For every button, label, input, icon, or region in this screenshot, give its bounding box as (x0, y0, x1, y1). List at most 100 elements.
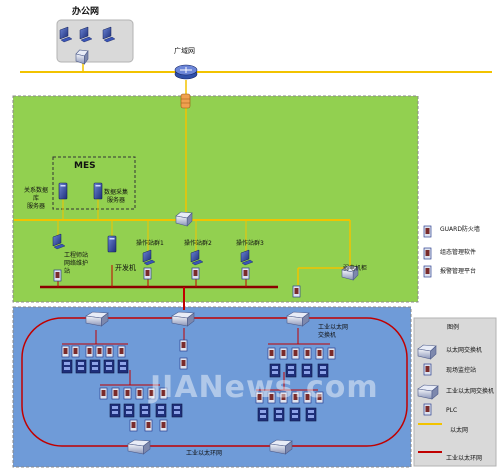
label-data-collect: 数据采集服务器 (104, 189, 129, 204)
op-group3-pc-icon (240, 249, 254, 266)
ring-rack-icon (75, 359, 87, 374)
ring-rack-icon (289, 407, 301, 422)
ring-plc-icon (95, 345, 104, 358)
mes-box (52, 156, 136, 210)
ring-plc-icon (267, 391, 276, 404)
op-group1-pc-icon (142, 249, 156, 266)
ring-plc-icon (85, 345, 94, 358)
ring-plc-icon (135, 387, 144, 400)
ring-plc-icon (159, 387, 168, 400)
legend-guard-icon (423, 225, 432, 238)
ring-switch-right-icon (286, 311, 310, 327)
ring-rack-icon (171, 403, 183, 418)
legend-item-ind-switch: 工业以太网交换机 (446, 388, 495, 395)
ring-plc-icon (327, 347, 336, 360)
ring-plc-icon (291, 391, 300, 404)
legend-title: 图例 (447, 324, 460, 331)
label-log-mgmt: 组态管理软件 (440, 249, 477, 256)
ring-switch-left-icon (85, 311, 109, 327)
ring-plc-icon (291, 347, 300, 360)
watermark: JIANews.com (150, 370, 379, 405)
legend-item-ethernet: 以太网 (450, 427, 469, 434)
ring-rack-icon (123, 403, 135, 418)
dev-machine-server-icon (107, 235, 117, 253)
eng-station-pc-icon (52, 233, 66, 250)
ring-plc-icon (315, 347, 324, 360)
ring-rack-icon (117, 359, 129, 374)
office-pc-icon (79, 26, 93, 43)
industrial-ring (21, 317, 408, 447)
ring-switch-center-icon (171, 311, 195, 327)
data-collect-server-icon (93, 182, 103, 200)
label-wan: 广域网 (174, 47, 195, 55)
ring-switch-bottom-right-icon (269, 439, 293, 455)
ring-rack-icon (269, 363, 281, 378)
cabinet-plc-icon (292, 285, 301, 298)
ring-rack-icon (273, 407, 285, 422)
office-network-box (56, 19, 134, 63)
label-eng-station: 工程师站网络维护站 (64, 252, 89, 275)
label-guard-firewall: GUARD防火墙 (440, 226, 480, 233)
ring-rack-icon (301, 363, 313, 378)
ring-plc-icon (123, 387, 132, 400)
title-office: 办公网 (72, 7, 100, 17)
office-pc-icon (102, 26, 116, 43)
legend-item-switch: 以太网交换机 (446, 347, 483, 354)
label-alarm-mgmt: 报警管理平台 (440, 268, 477, 275)
ring-switch-bottom-left-icon (127, 439, 151, 455)
ring-plc-icon (159, 419, 168, 432)
ring-plc-icon (71, 345, 80, 358)
ring-plc-icon (279, 347, 288, 360)
ring-rack-icon (109, 403, 121, 418)
ring-plc-icon (279, 391, 288, 404)
ring-plc-icon (303, 347, 312, 360)
plant-switch-icon (175, 211, 193, 227)
wan-router-icon (174, 64, 198, 80)
ring-plc-icon (255, 391, 264, 404)
ring-plc-icon (111, 387, 120, 400)
ring-plc-icon (303, 391, 312, 404)
ring-plc-icon (144, 419, 153, 432)
cabinet-switch-icon (341, 265, 359, 281)
office-switch-icon (75, 49, 89, 65)
eng-plc-icon (53, 269, 62, 282)
label-op-group3: 操作站群3 (236, 240, 264, 247)
ring-plc-icon (117, 345, 126, 358)
office-pc-icon (59, 26, 73, 43)
ring-plc-icon (315, 391, 324, 404)
op2-plc-icon (191, 267, 200, 280)
ring-rack-icon (61, 359, 73, 374)
legend-ind-switch-icon (417, 384, 439, 400)
legend-alarm-icon (423, 265, 432, 278)
label-ind-ring: 工业以太环网 (186, 450, 223, 457)
ring-rack-icon (139, 403, 151, 418)
ring-plc-icon (99, 387, 108, 400)
legend-item-ring: 工业以太环网 (446, 455, 483, 462)
ring-rack-icon (155, 403, 167, 418)
relational-db-server-icon (58, 182, 68, 200)
label-relational-db: 关系数据库服务器 (24, 187, 49, 210)
ring-plc-icon (179, 339, 188, 352)
ring-plc-icon (129, 419, 138, 432)
legend-log-icon (423, 247, 432, 260)
blue-zone (12, 306, 412, 468)
ring-rack-icon (305, 407, 317, 422)
legend-item-plc: PLC (446, 407, 458, 414)
op1-plc-icon (143, 267, 152, 280)
label-weak-cabinet: 弱电机柜 (343, 265, 368, 272)
ring-rack-icon (285, 363, 297, 378)
label-ind-switch: 工业以太网交换机 (318, 324, 349, 339)
ring-rack-icon (89, 359, 101, 374)
ring-plc-icon (179, 357, 188, 370)
firewall-icon (180, 93, 191, 109)
ring-plc-icon (61, 345, 70, 358)
legend-switch-icon (417, 344, 437, 360)
ring-rack-icon (103, 359, 115, 374)
op3-plc-icon (241, 267, 250, 280)
legend-monitor-icon (423, 363, 432, 376)
ring-plc-icon (267, 347, 276, 360)
op-group2-pc-icon (190, 249, 204, 266)
label-op-group2: 操作站群2 (184, 240, 212, 247)
ring-rack-icon (257, 407, 269, 422)
